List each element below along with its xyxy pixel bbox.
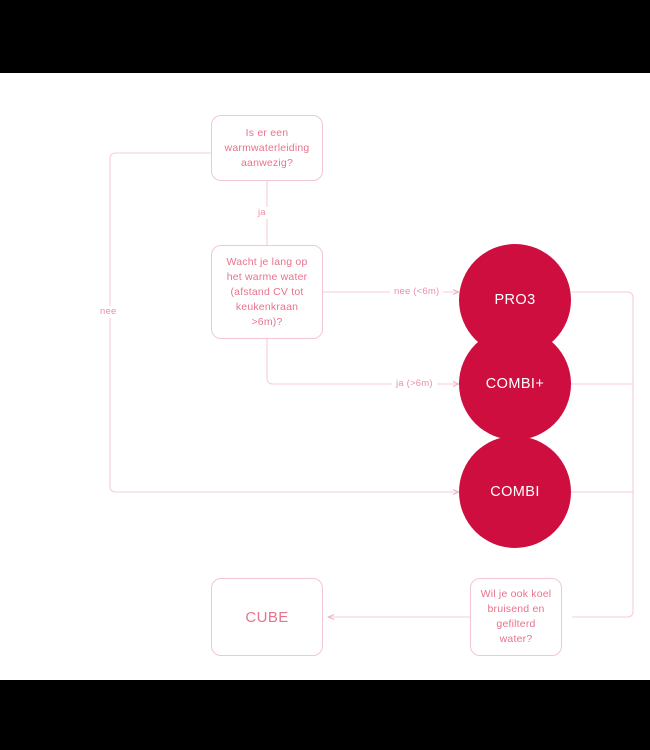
decision-box-bruisend[interactable]: Wil je ook koel bruisend en gefilterd wa… (470, 578, 562, 656)
letterbox-bar-top (0, 0, 650, 73)
flowchart-stage: Is er een warmwaterleiding aanwezig? Wac… (0, 73, 650, 680)
edge-label-nee: nee (96, 306, 121, 318)
decision-box-wachttijd[interactable]: Wacht je lang op het warme water (afstan… (211, 245, 323, 339)
result-circle-combi[interactable]: COMBI (459, 436, 571, 548)
decision-box-bruisend-label: Wil je ook koel bruisend en gefilterd wa… (480, 588, 552, 645)
edge-label-ja: ja (254, 207, 270, 219)
decision-box-warmwaterleiding-label: Is er een warmwaterleiding aanwezig? (224, 126, 310, 169)
wire-ja6m-box2-combiplus (266, 339, 459, 384)
edge-label-ja-gt-6m: ja (>6m) (392, 378, 437, 390)
result-circle-combi-plus[interactable]: COMBI+ (459, 328, 571, 440)
connector-layer (109, 152, 634, 680)
result-circle-combi-plus-label: COMBI+ (485, 376, 545, 392)
decision-box-warmwaterleiding[interactable]: Is er een warmwaterleiding aanwezig? (211, 115, 323, 181)
result-circle-pro3-label: PRO3 (494, 292, 536, 308)
edge-label-nee-lt-6m: nee (<6m) (390, 286, 444, 298)
result-box-cube[interactable]: CUBE (211, 578, 323, 656)
letterbox-bar-bottom (0, 680, 650, 750)
result-box-cube-label: CUBE (245, 608, 289, 626)
decision-box-wachttijd-label: Wacht je lang op het warme water (afstan… (226, 255, 308, 328)
wire-nee-box1-combi (109, 152, 459, 492)
wire-pro3-to-bus (571, 291, 634, 618)
result-circle-combi-label: COMBI (490, 484, 540, 500)
